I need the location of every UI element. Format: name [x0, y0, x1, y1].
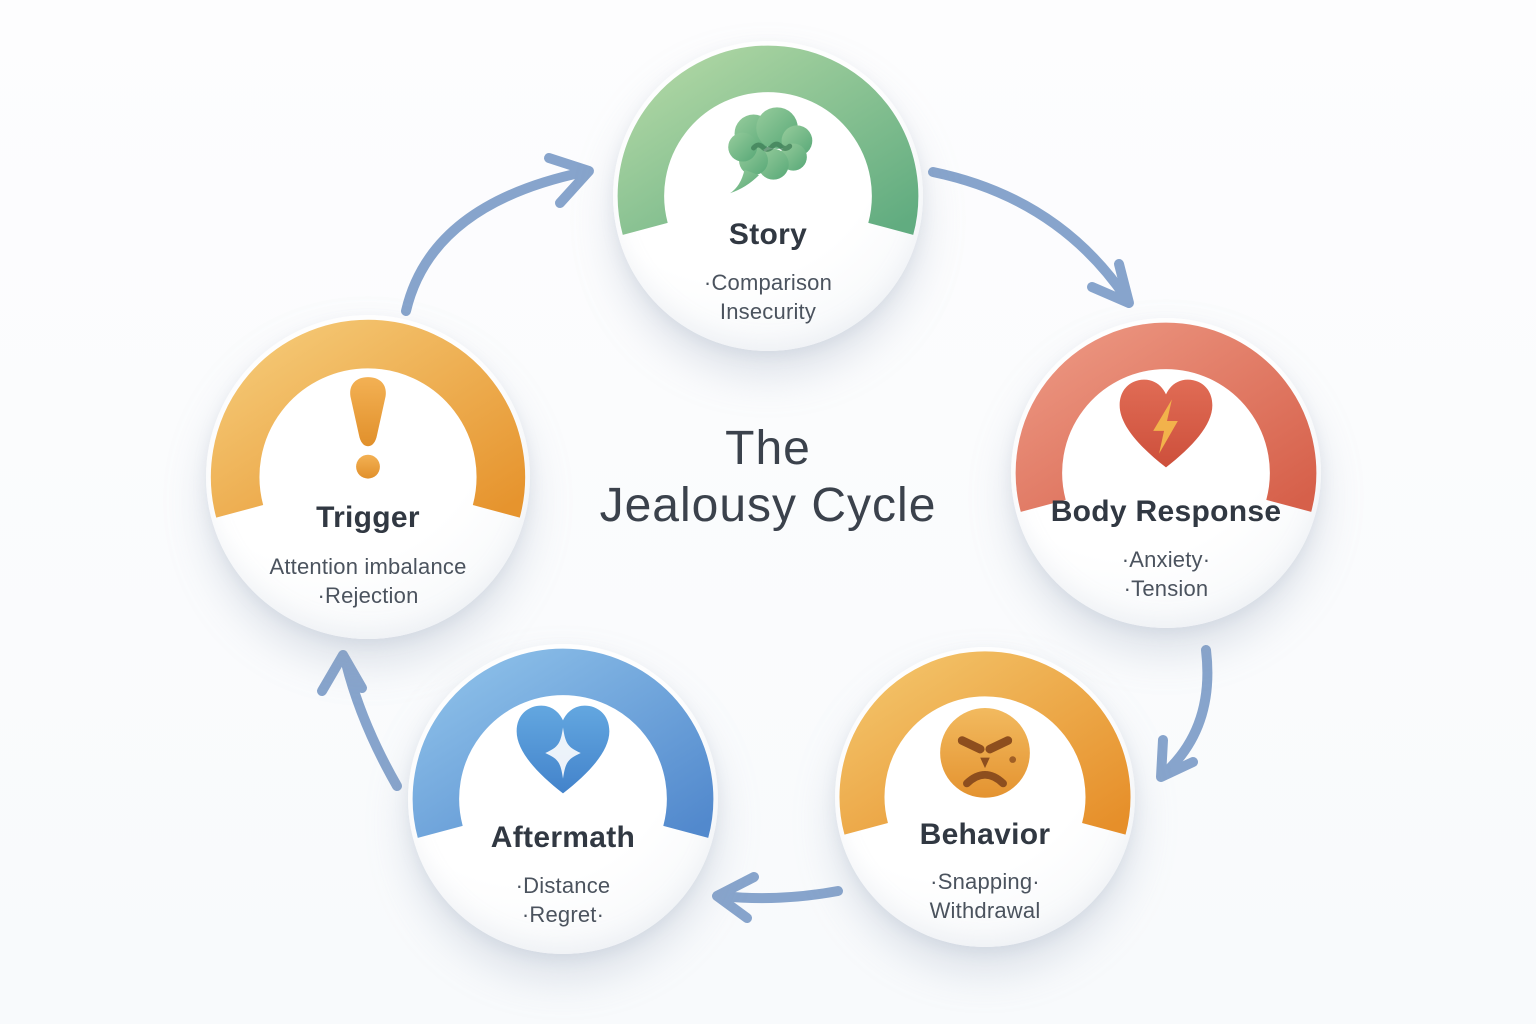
page-title: The Jealousy Cycle [0, 420, 1536, 534]
node-items: ·Comparison Insecurity [613, 268, 923, 326]
node-story: Story ·Comparison Insecurity [613, 41, 923, 351]
story-arc-ring [617, 45, 919, 235]
page-title-line2: Jealousy Cycle [599, 479, 937, 532]
node-item: ·Distance [515, 872, 611, 898]
heart-lightning-icon [1112, 376, 1221, 475]
body-response-arc-ring [1015, 322, 1317, 512]
node-items: ·Anxiety· ·Tension [1011, 545, 1321, 603]
node-item: Withdrawal [929, 897, 1041, 923]
arrow-aftermath-to-trigger [317, 650, 402, 791]
node-item: ·Comparison [703, 269, 833, 295]
node-title: Trigger [316, 500, 420, 534]
node-item: Insecurity [719, 298, 817, 324]
node-aftermath: Aftermath ·Distance ·Regret· [408, 644, 718, 954]
node-item: Attention imbalance [269, 554, 467, 580]
arrow-body-response-to-behavior [1156, 645, 1213, 782]
behavior-arc-ring [839, 651, 1131, 835]
arrow-behavior-to-aftermath [712, 872, 843, 923]
node-title: Behavior [919, 817, 1051, 851]
node-item: ·Tension [1123, 575, 1209, 601]
node-trigger: Trigger Attention imbalance ·Rejection [206, 315, 530, 639]
node-body-response: Body Response ·Anxiety· ·Tension [1011, 318, 1321, 628]
node-title: Body Response [1050, 494, 1282, 528]
heart-sparkle-icon [509, 702, 618, 801]
angry-face-icon [933, 698, 1038, 803]
node-item: ·Rejection [317, 583, 419, 609]
node-title: Aftermath [490, 820, 636, 854]
page-title-line1: The [725, 422, 811, 475]
node-item: ·Snapping· [930, 868, 1040, 894]
node-item: ·Regret· [521, 901, 605, 927]
node-items: ·Snapping· Withdrawal [835, 867, 1135, 925]
aftermath-arc-ring [412, 648, 714, 838]
exclamation-icon [311, 370, 424, 483]
node-items: ·Distance ·Regret· [408, 871, 718, 929]
arrow-trigger-to-story [401, 153, 594, 316]
thought-bubble-icon [714, 97, 823, 198]
node-title: Story [728, 217, 808, 251]
node-item: ·Anxiety· [1121, 546, 1211, 572]
node-items: Attention imbalance ·Rejection [206, 552, 530, 610]
trigger-arc-ring [210, 319, 526, 518]
arrow-story-to-body-response [928, 167, 1134, 308]
node-behavior: Behavior ·Snapping· Withdrawal [835, 647, 1135, 947]
